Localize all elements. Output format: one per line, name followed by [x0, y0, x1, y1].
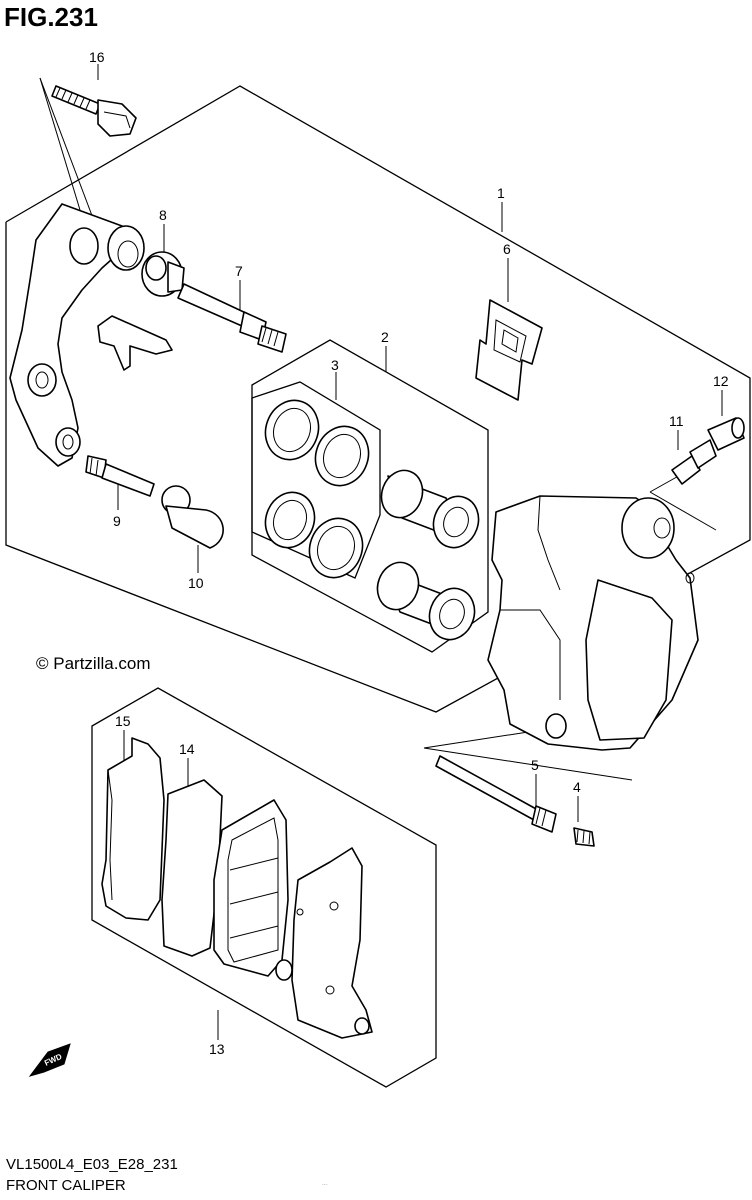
callout-10: 10 [188, 575, 204, 591]
tiny-note: ... [322, 1180, 328, 1187]
seal-kit-outline [251, 339, 489, 653]
part-10-boot [161, 485, 224, 549]
callout-5: 5 [531, 757, 539, 773]
diagram-caption: FRONT CALIPER [6, 1177, 126, 1194]
callout-15: 15 [115, 713, 131, 729]
callout-7: 7 [235, 263, 243, 279]
callout-11: 11 [669, 413, 684, 429]
part-15-shim [101, 737, 165, 921]
caliper-bracket [9, 203, 145, 467]
seal-box-outline [251, 381, 381, 579]
callout-13: 13 [209, 1041, 225, 1057]
copyright-text: © Partzilla.com [36, 654, 151, 673]
forward-arrow-icon: FWD [28, 1043, 71, 1077]
pad-retainer-clip [97, 315, 173, 371]
part-5-pad-pin [435, 755, 557, 833]
part-11-bleeder [671, 439, 717, 485]
caliper-assembly-outline [5, 85, 751, 713]
callout-2: 2 [381, 329, 389, 345]
pistons [376, 469, 480, 641]
part-12-cap [707, 417, 745, 451]
model-code: VL1500L4_E03_E28_231 [6, 1156, 178, 1173]
part-7-pin [177, 283, 287, 353]
callout-1: 1 [497, 185, 505, 201]
callout-12: 12 [713, 373, 729, 389]
pad-set-outline [91, 687, 437, 1088]
callout-4: 4 [573, 779, 581, 795]
brake-pad-outer [291, 847, 373, 1039]
part-9-slide-pin [85, 455, 155, 497]
part-8-boot [141, 251, 185, 297]
part-16-bolt [51, 85, 137, 137]
callout-9: 9 [113, 513, 121, 529]
callout-3: 3 [331, 357, 339, 373]
caliper-body [487, 495, 699, 751]
callout-8: 8 [159, 207, 167, 223]
figure-title: FIG.231 [4, 2, 98, 32]
part-14-shim-plate [161, 779, 223, 957]
part-4-plug [573, 827, 595, 847]
part-6-pad-spring [475, 299, 543, 401]
callout-16: 16 [89, 49, 105, 65]
part-3-piston-seals [264, 399, 370, 579]
brake-pad-inner [213, 799, 293, 981]
callout-14: 14 [179, 741, 195, 757]
callout-6: 6 [503, 241, 511, 257]
